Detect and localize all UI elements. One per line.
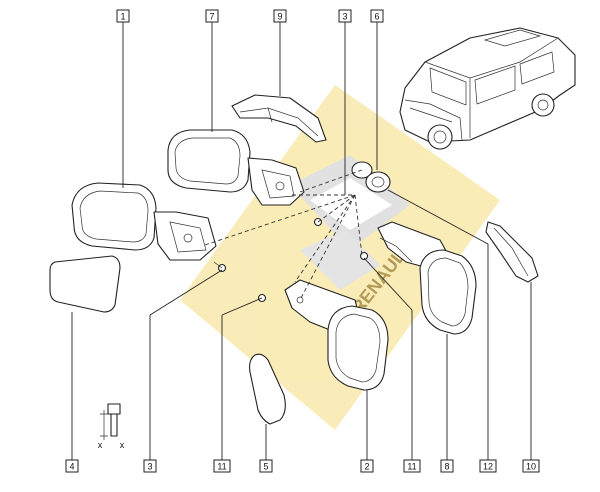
callout-3-bottom: 3 xyxy=(143,459,157,473)
callout-11-right: 11 xyxy=(403,459,421,473)
torque-icon: x x xyxy=(98,403,125,450)
callout-4: 4 xyxy=(65,459,79,473)
car-illustration xyxy=(399,27,576,150)
part-2-mirror-assembly xyxy=(284,279,389,391)
assembly-dash-lines xyxy=(204,169,363,301)
part-8-mirror-assembly xyxy=(377,221,477,335)
callout-6-label: 6 xyxy=(374,12,379,22)
callout-9: 9 xyxy=(273,9,287,23)
part-4-mirror-glass xyxy=(49,255,121,313)
callout-3-top-label: 3 xyxy=(342,12,347,22)
part-1-mirror-assembly xyxy=(71,182,217,261)
torque-icon-label: x xyxy=(98,440,103,450)
callout-11-left-label: 11 xyxy=(217,462,226,472)
callout-3-bottom-label: 3 xyxy=(147,462,152,472)
callout-8: 8 xyxy=(440,459,454,473)
callout-2: 2 xyxy=(360,459,374,473)
leader-lines xyxy=(71,22,532,460)
part-10-cover xyxy=(485,221,539,283)
torque-icon-label-2: x xyxy=(120,440,125,450)
callout-1: 1 xyxy=(116,9,130,23)
callout-2-label: 2 xyxy=(364,462,369,472)
callout-11-left: 11 xyxy=(213,459,231,473)
callout-1-label: 1 xyxy=(120,12,125,22)
callout-12-label: 12 xyxy=(483,462,493,472)
part-5-mirror-glass xyxy=(249,353,286,425)
callout-12: 12 xyxy=(479,459,497,473)
callout-10-label: 10 xyxy=(526,462,536,472)
callout-5-label: 5 xyxy=(263,462,268,472)
callout-9-label: 9 xyxy=(277,12,282,22)
callout-7-label: 7 xyxy=(209,12,214,22)
callout-3-top: 3 xyxy=(338,9,352,23)
callout-7: 7 xyxy=(205,9,219,23)
part-7-mirror-assembly xyxy=(167,129,305,206)
callout-5: 5 xyxy=(259,459,273,473)
callout-8-label: 8 xyxy=(444,462,449,472)
callout-6: 6 xyxy=(370,9,384,23)
callout-10: 10 xyxy=(522,459,540,473)
callout-11-right-label: 11 xyxy=(407,462,416,472)
part-9-cover xyxy=(231,94,327,143)
callout-4-label: 4 xyxy=(69,462,74,472)
